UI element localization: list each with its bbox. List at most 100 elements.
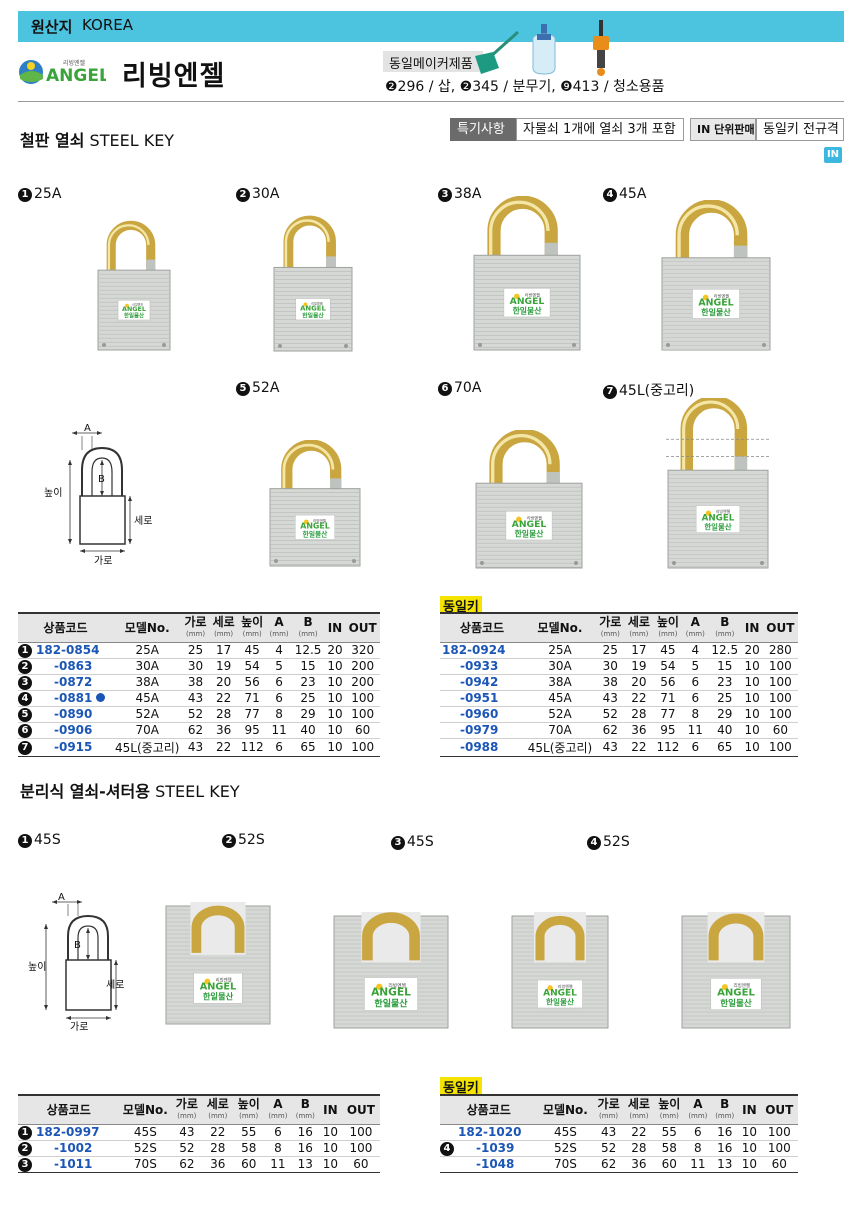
cell-h: 58 <box>233 1140 265 1157</box>
product-code-cell: -0890 <box>34 706 114 723</box>
cell-w: 43 <box>593 1124 624 1141</box>
tag-word: ANGEL <box>512 519 547 530</box>
cell-in: 10 <box>741 658 763 675</box>
tag-top-text: 리빙엔젤 <box>558 983 573 989</box>
cell-w: 43 <box>181 690 210 707</box>
tag-word: ANGEL <box>300 304 326 312</box>
cell-a: 11 <box>684 1156 712 1173</box>
header-rule <box>18 101 844 102</box>
cell-h: 71 <box>653 690 683 707</box>
cell-model: 30A <box>113 658 182 675</box>
tag-word: ANGEL <box>200 982 236 993</box>
product-code-cell: -1011 <box>34 1156 120 1173</box>
tag-company: 한일물산 <box>303 530 329 539</box>
item-model: 45A <box>619 186 647 202</box>
col-model: 모델No. <box>113 612 182 643</box>
cell-b: 16 <box>291 1140 319 1157</box>
col-depth: 세로(mm) <box>624 612 654 643</box>
item-number: 3 <box>438 188 452 202</box>
col-depth: 세로(mm) <box>209 612 238 643</box>
tag-company: 한일물산 <box>546 997 574 1007</box>
cell-b: 12.5 <box>707 642 742 659</box>
spec-table-shutter-key: 상품코드 모델No. 가로(mm) 세로(mm) 높이(mm) A(mm) B(… <box>18 1094 380 1173</box>
cell-b: 25 <box>707 690 742 707</box>
dim-width-label: 가로 <box>70 1021 88 1033</box>
tag-company: 한일물산 <box>701 307 731 317</box>
cell-h: 45 <box>237 642 267 659</box>
shackle <box>489 430 560 488</box>
col-out: OUT <box>345 612 380 643</box>
cell-h: 95 <box>653 722 683 739</box>
cell-w: 38 <box>596 674 625 691</box>
brand-logo: 리빙엔젤 ANGEL <box>19 59 106 86</box>
col-width: 가로(mm) <box>181 612 210 643</box>
cell-out: 60 <box>341 1156 380 1173</box>
cell-b: 13 <box>711 1156 739 1173</box>
cell-d: 36 <box>624 722 654 739</box>
cell-d: 22 <box>209 738 238 757</box>
origin-bar: 원산지 KOREA <box>18 11 844 42</box>
col-height: 높이(mm) <box>654 1094 685 1125</box>
dimension-diagram-1: A B 높이 세로 가로 <box>44 423 152 567</box>
col-in: IN <box>738 1094 761 1125</box>
cell-w: 25 <box>596 642 625 659</box>
cell-a: 6 <box>266 690 292 707</box>
cell-h: 55 <box>233 1124 265 1141</box>
cell-w: 38 <box>181 674 210 691</box>
cell-a: 6 <box>682 738 708 757</box>
cell-d: 36 <box>202 1156 234 1173</box>
cell-d: 28 <box>623 1140 655 1157</box>
cell-a: 8 <box>264 1140 292 1157</box>
cell-model: 70S <box>119 1156 172 1173</box>
cell-in: 10 <box>741 738 763 757</box>
product-code-cell: 182-0997 <box>34 1124 120 1141</box>
cell-out: 60 <box>762 722 798 739</box>
item-model: 52S <box>238 832 265 848</box>
product-code-cell: -0906 <box>34 722 114 739</box>
item-model: 38A <box>454 186 482 202</box>
cell-in: 10 <box>741 706 763 723</box>
cell-d: 22 <box>202 1124 234 1141</box>
same-key-table-label-1: 동일키 <box>440 596 482 615</box>
cell-b: 23 <box>291 674 325 691</box>
cell-w: 25 <box>181 642 210 659</box>
item-model: 45L(중고리) <box>619 383 695 399</box>
tag-company: 한일물산 <box>374 998 408 1010</box>
cell-d: 22 <box>624 690 654 707</box>
cell-out: 60 <box>760 1156 798 1173</box>
product-code-cell: -0872 <box>34 674 114 691</box>
cell-in: 10 <box>324 674 346 691</box>
tag-top-text: 리빙엔젤 <box>733 982 750 989</box>
cell-model: 52A <box>113 706 182 723</box>
cell-model: 38A <box>113 674 182 691</box>
item-model: 25A <box>34 186 62 202</box>
highlight-dot-icon <box>96 693 106 702</box>
tag-top-text: 리빙엔젤 <box>216 977 232 984</box>
cell-out: 100 <box>762 674 798 691</box>
col-code: 상품코드 <box>440 612 524 643</box>
tag-top-text: 리빙엔젤 <box>716 509 731 514</box>
tag-company: 한일물산 <box>203 992 234 1002</box>
cell-a: 11 <box>266 722 292 739</box>
logo-word: ANGEL <box>46 66 106 86</box>
cell-out: 280 <box>762 642 798 659</box>
cell-d: 17 <box>209 642 238 659</box>
col-in: IN <box>741 612 763 643</box>
col-model: 모델No. <box>537 1094 594 1125</box>
col-out: OUT <box>762 612 798 643</box>
dim-b-label: B <box>98 474 105 485</box>
col-model: 모델No. <box>119 1094 172 1125</box>
